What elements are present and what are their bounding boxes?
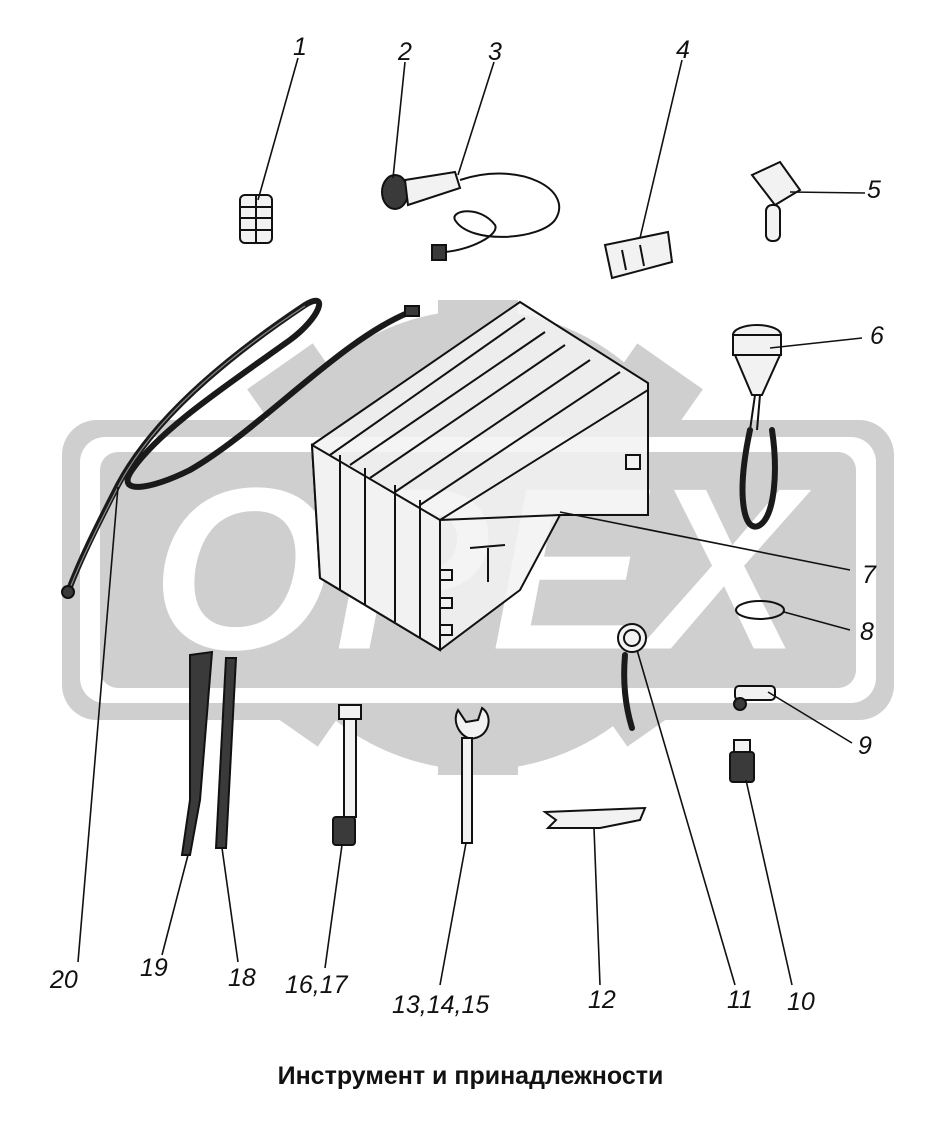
callout-6: 6 (870, 322, 884, 350)
callout-5: 5 (867, 176, 881, 204)
part-7-toolbox (310, 300, 649, 652)
callout-19: 19 (140, 954, 168, 982)
callout-7: 7 (862, 561, 877, 589)
figure-caption: Инструмент и принадлежности (277, 1062, 664, 1090)
part-6-pump (732, 324, 782, 530)
part-16-socket (332, 704, 362, 846)
callout-13-14-15: 13,14,15 (392, 991, 489, 1019)
callout-12: 12 (588, 986, 616, 1014)
callout-11: 11 (727, 986, 753, 1014)
callout-4: 4 (676, 36, 690, 64)
part-10-adapter (729, 739, 755, 783)
callout-1: 1 (293, 33, 307, 61)
leader-lines (77, 57, 866, 986)
part-1-fitting (239, 194, 273, 244)
part-20-hose (61, 297, 420, 599)
callout-labels: 1 2 3 4 5 6 7 8 9 10 11 12 13,14,15 16,1… (49, 33, 884, 1019)
part-2-3-lamp (381, 170, 561, 261)
callout-9: 9 (858, 732, 872, 760)
callout-3: 3 (488, 38, 502, 66)
callout-18: 18 (228, 964, 256, 992)
callout-20: 20 (49, 966, 78, 994)
part-8-ring (735, 600, 785, 620)
part-13-wrench (454, 706, 490, 844)
callout-10: 10 (787, 988, 815, 1016)
callout-16-17: 16,17 (285, 971, 349, 999)
callout-8: 8 (860, 618, 874, 646)
part-11-gauge (617, 623, 647, 731)
callout-2: 2 (397, 38, 412, 66)
part-4-clip (603, 230, 674, 280)
part-19-lever (180, 650, 214, 856)
part-12-key (542, 806, 647, 829)
part-18-bar (214, 657, 238, 849)
part-5-nozzle (750, 160, 802, 242)
part-9-valve (733, 685, 776, 711)
